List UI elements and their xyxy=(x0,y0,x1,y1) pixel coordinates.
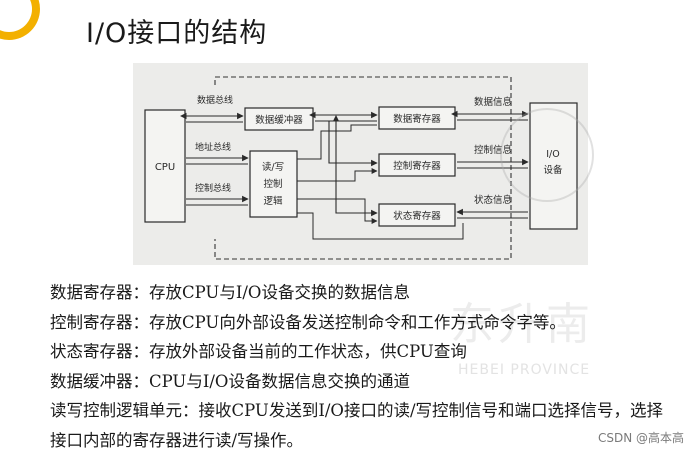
desc-rw-logic: 读写控制逻辑单元：接收CPU发送到I/O接口的读/写控制信号和端口选择信号，选择… xyxy=(50,396,670,455)
description-list: 数据寄存器：存放CPU与I/O设备交换的数据信息 控制寄存器：存放CPU向外部设… xyxy=(50,278,670,455)
rw-logic-label-line2: 控制 xyxy=(263,178,282,190)
desc-data-register: 数据寄存器：存放CPU与I/O设备交换的数据信息 xyxy=(50,278,670,308)
data-register-label: 数据寄存器 xyxy=(393,113,441,125)
logo xyxy=(0,0,46,46)
data-info-label: 数据信息 xyxy=(474,96,512,108)
page-title: I/O接口的结构 xyxy=(86,11,267,50)
watermark-seal xyxy=(500,108,594,202)
control-bus-label: 控制总线 xyxy=(195,182,231,194)
control-register-label: 控制寄存器 xyxy=(393,160,441,172)
status-info-label: 状态信息 xyxy=(474,194,512,206)
data-bus-label: 数据总线 xyxy=(197,94,233,106)
desc-status-register: 状态寄存器：存放外部设备当前的工作状态，供CPU查询 xyxy=(50,337,670,367)
data-buffer-label: 数据缓冲器 xyxy=(255,114,303,126)
cpu-label: CPU xyxy=(155,162,175,173)
desc-control-register: 控制寄存器：存放CPU向外部设备发送控制命令和工作方式命令字等。 xyxy=(50,308,670,338)
address-bus-label: 地址总线 xyxy=(195,141,231,153)
rw-logic-label-line1: 读/写 xyxy=(262,161,284,173)
credit-watermark: CSDN @高本高 xyxy=(598,429,684,446)
status-register-label: 状态寄存器 xyxy=(393,210,441,222)
rw-logic-label-line3: 逻辑 xyxy=(263,195,283,207)
desc-data-buffer: 数据缓冲器：CPU与I/O设备数据信息交换的通道 xyxy=(50,367,670,397)
